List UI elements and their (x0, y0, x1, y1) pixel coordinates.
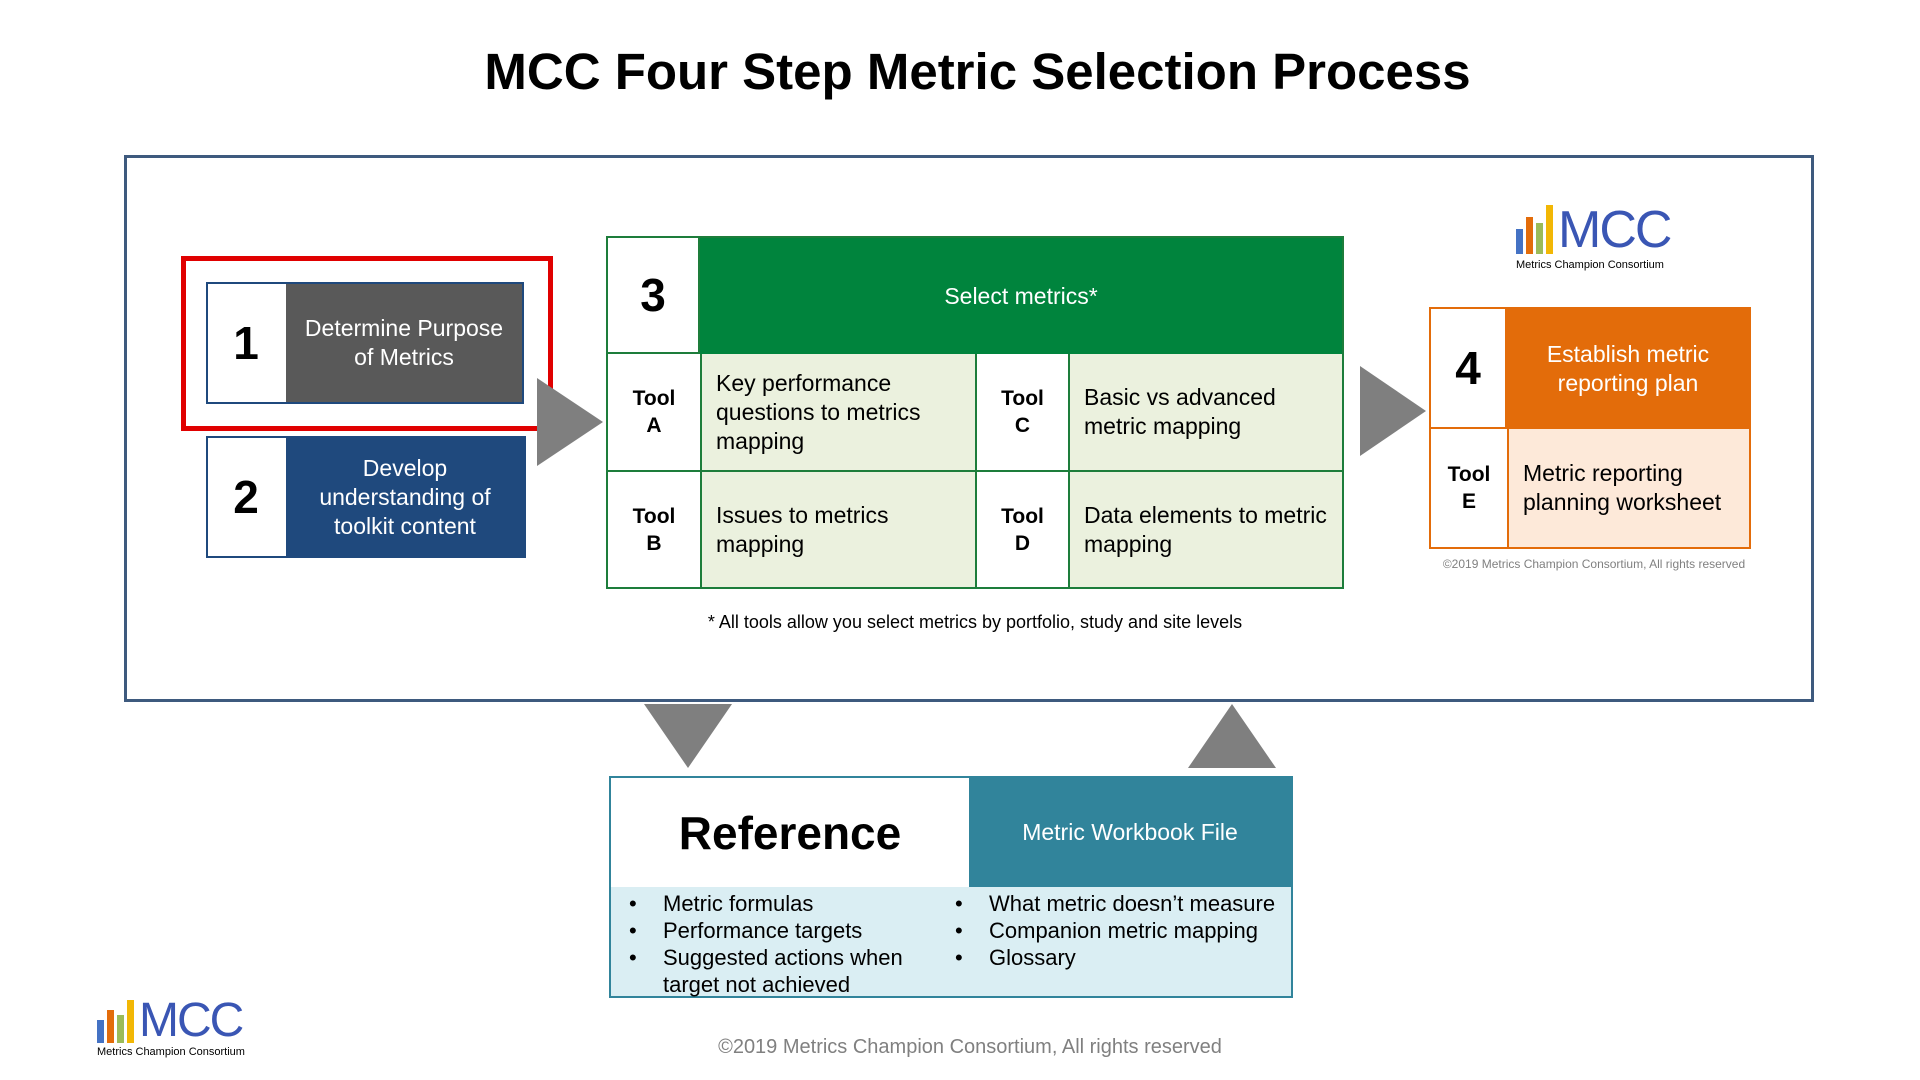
tool-b-description: Issues to metrics mapping (702, 472, 977, 587)
step2-box: 2 Develop understanding of toolkit conte… (206, 436, 526, 558)
mcc-logo-text: MCC (139, 994, 244, 1047)
mcc-logo-text: MCC (1558, 201, 1672, 259)
step4-box: 4 Establish metric reporting plan Tool E… (1429, 307, 1751, 549)
step4-number: 4 (1431, 309, 1507, 429)
mcc-logo-subtitle: Metrics Champion Consortium (1516, 259, 1664, 271)
reference-box: Reference Metric Workbook File Metric fo… (609, 776, 1293, 998)
step4-label: Establish metric reporting plan (1507, 309, 1749, 429)
right-arrow-icon (1360, 366, 1426, 456)
mcc-logo-subtitle: Metrics Champion Consortium (97, 1046, 245, 1058)
tool-e-description: Metric reporting planning worksheet (1509, 429, 1749, 547)
list-item: What metric doesn’t measure (937, 890, 1293, 917)
tool-c-description: Basic vs advanced metric mapping (1070, 354, 1342, 472)
reference-heading-cell: Reference (611, 778, 969, 887)
footer-copyright: ©2019 Metrics Champion Consortium, All r… (718, 1036, 1222, 1058)
list-item: Metric formulas (611, 890, 951, 917)
page-title: MCC Four Step Metric Selection Process (484, 43, 1471, 100)
step2-number: 2 (208, 438, 284, 556)
tool-d-description: Data elements to metric mapping (1070, 472, 1342, 587)
logo-bars-icon (97, 1000, 134, 1043)
tool-b-label: Tool B (608, 472, 702, 587)
workbook-file-label: Metric Workbook File (969, 778, 1291, 887)
step3-number: 3 (608, 238, 700, 354)
tool-a-label: Tool A (608, 354, 702, 472)
tool-c-label: Tool C (977, 354, 1070, 472)
reference-heading: Reference (678, 806, 902, 859)
down-arrow-icon (644, 704, 732, 768)
step1-highlight (181, 256, 553, 431)
list-item: Glossary (937, 944, 1293, 971)
right-arrow-icon (537, 378, 603, 466)
list-item: Suggested actions when target not achiev… (611, 944, 951, 998)
mcc-logo-bottom: MCC Metrics Champion Consortium (97, 996, 267, 1060)
step1-number: 1 (208, 284, 284, 402)
logo-bars-icon (1516, 205, 1553, 254)
step1-label: Determine Purpose of Metrics (286, 284, 522, 402)
step1-box: 1 Determine Purpose of Metrics (206, 282, 524, 404)
tool-e-label: Tool E (1431, 429, 1509, 547)
process-frame (124, 155, 1814, 702)
up-arrow-icon (1188, 704, 1276, 768)
step3-table: 3 Select metrics* Tool A Key performance… (606, 236, 1344, 589)
tool-a-description: Key performance questions to metrics map… (702, 354, 977, 472)
step2-label: Develop understanding of toolkit content (286, 438, 524, 556)
reference-left-list: Metric formulas Performance targets Sugg… (611, 890, 951, 998)
tool-d-label: Tool D (977, 472, 1070, 587)
step4-copyright: ©2019 Metrics Champion Consortium, All r… (1442, 557, 1746, 571)
list-item: Companion metric mapping (937, 917, 1293, 944)
list-item: Performance targets (611, 917, 951, 944)
step3-footnote: * All tools allow you select metrics by … (707, 612, 1243, 632)
mcc-logo-top: MCC Metrics Champion Consortium (1516, 200, 1676, 280)
step3-label: Select metrics* (700, 238, 1342, 354)
reference-right-list: What metric doesn’t measure Companion me… (937, 890, 1293, 971)
